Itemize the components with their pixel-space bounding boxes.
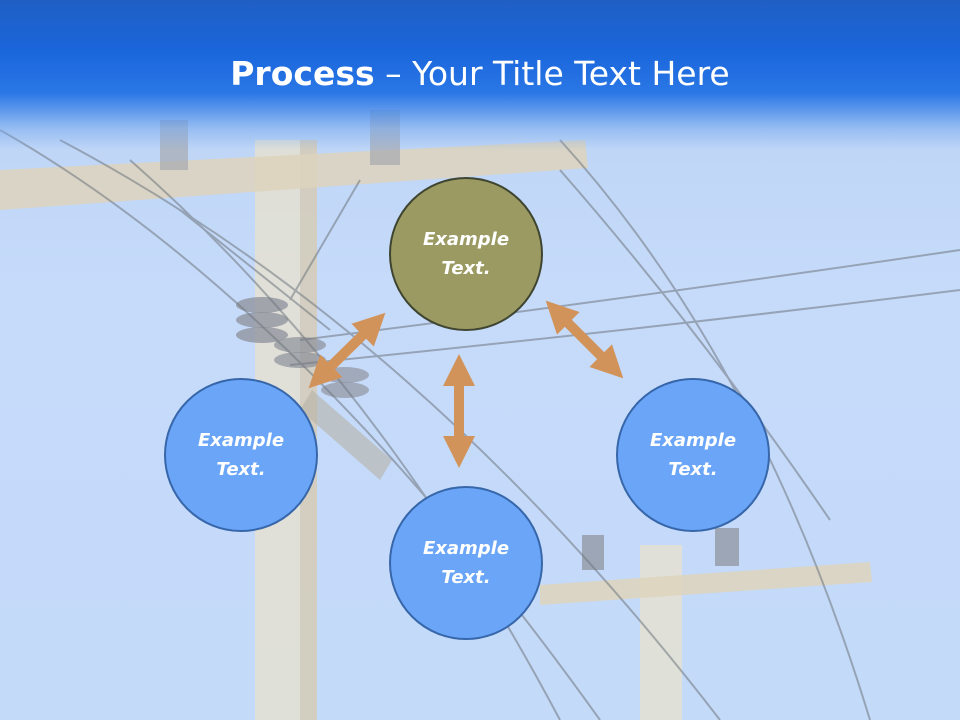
arrow-top-right — [545, 300, 624, 379]
title-bold: Process — [230, 54, 375, 93]
node-bottom-label: Example Text. — [422, 538, 510, 588]
title-bar — [0, 0, 960, 150]
node-top: Example Text. — [389, 177, 543, 331]
title-rest: – Your Title Text Here — [374, 54, 730, 93]
node-right: Example Text. — [616, 378, 770, 532]
slide-title: Process – Your Title Text Here — [0, 52, 960, 96]
node-bottom: Example Text. — [389, 486, 543, 640]
node-left-label: Example Text. — [197, 430, 285, 480]
arrow-top-left — [308, 312, 386, 389]
node-top-label: Example Text. — [422, 229, 510, 279]
node-left: Example Text. — [164, 378, 318, 532]
node-right-label: Example Text. — [649, 430, 737, 480]
